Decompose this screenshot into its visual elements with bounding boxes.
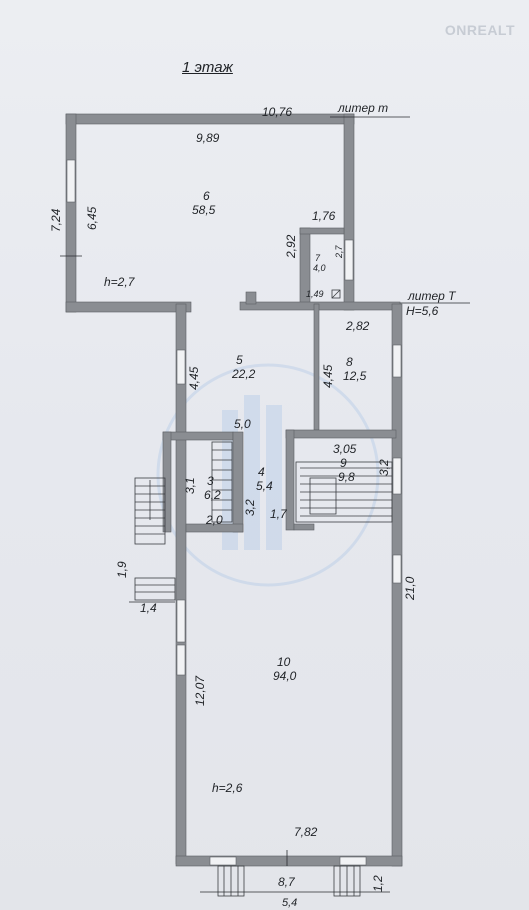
room-9-id: 9 [340,456,347,470]
windows [66,159,402,866]
dim-5-0: 5,0 [234,417,251,431]
dim-1-9: 1,9 [115,561,129,578]
dim-21-0: 21,0 [403,576,417,600]
walls [65,113,403,867]
stairs [134,289,393,897]
room-3-id: 3 [207,474,214,488]
dim-8-7: 8,7 [278,875,295,889]
dim-1-7: 1,7 [270,507,287,521]
dim-1-4: 1,4 [140,601,157,615]
room-7-id: 7 [315,253,321,263]
liter-upper: литер т [338,101,389,115]
dim-2-82: 2,82 [346,319,370,333]
dim-12-07: 12,07 [193,675,207,706]
dim-1-49: 1,49 [306,289,324,299]
room-10-height: h=2,6 [212,781,243,795]
liter-height: H=5,6 [406,304,439,318]
room-8-id: 8 [346,355,353,369]
room-8-area: 12,5 [343,369,367,383]
room-7-area: 4,0 [313,263,326,273]
dim-3-1: 3,1 [183,477,197,494]
dim-1-76: 1,76 [312,209,336,223]
room-9-area: 9,8 [338,470,355,484]
dim-6-45: 6,45 [85,206,99,230]
dim-1-2: 1,2 [371,875,385,892]
dim-10-76: 10,76 [262,105,293,119]
room-3-area: 6,2 [204,488,221,502]
dim-3-2-a: 3,2 [377,459,391,476]
room-4-id: 4 [258,465,265,479]
dim-9-89: 9,89 [196,131,220,145]
dim-2-92: 2,92 [284,234,298,258]
liter-lower: литер Т [408,289,456,303]
dim-7-82: 7,82 [294,825,318,839]
dim-4-45-a: 4,45 [187,366,201,390]
dim-2-7: 2,7 [334,245,344,258]
room-5-area: 22,2 [232,367,256,381]
room-4-area: 5,4 [256,479,273,493]
room-6-height: h=2,7 [104,275,135,289]
dim-3-05: 3,05 [333,442,357,456]
room-6-id: 6 [203,189,210,203]
room-5-id: 5 [236,353,243,367]
dim-5-4: 5,4 [282,897,298,909]
room-6-area: 58,5 [192,203,216,217]
dimension-lines [60,116,470,893]
watermark-logo: ONREALT [444,22,515,38]
dim-2-0: 2,0 [206,513,223,527]
floor-title: 1 этаж [182,59,233,76]
room-10-area: 94,0 [273,669,297,683]
dim-4-45-b: 4,45 [321,364,335,388]
dim-7-24: 7,24 [49,208,63,232]
room-10-id: 10 [277,655,291,669]
dim-3-2-b: 3,2 [243,499,257,516]
